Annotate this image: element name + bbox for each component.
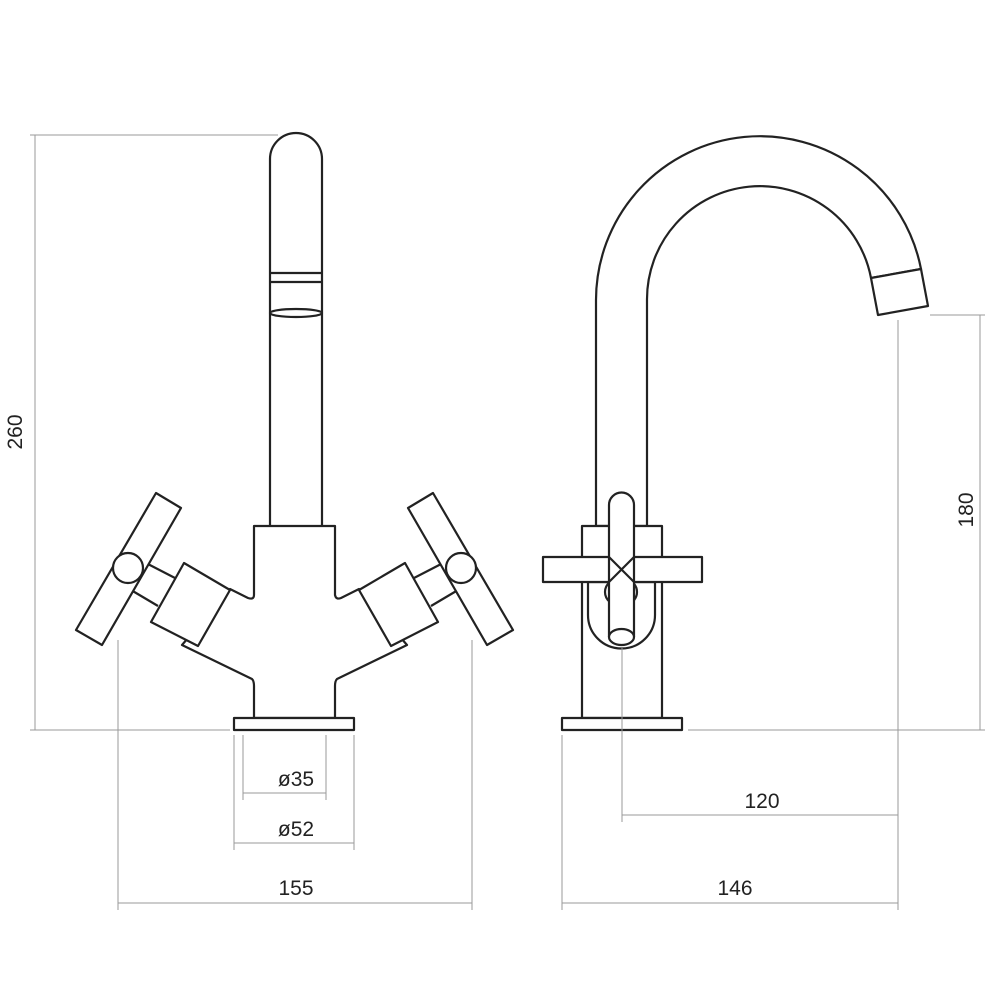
dim-base-diameter-label: ø52	[278, 818, 314, 841]
dim-depth-label: 146	[717, 877, 752, 900]
dim-inner-base-label: ø35	[278, 768, 314, 791]
spout-outlet	[869, 267, 930, 317]
spout-front	[268, 131, 324, 525]
tap-body-front	[180, 524, 409, 720]
spout-side	[594, 135, 923, 528]
dim-reach-label: 120	[744, 790, 779, 813]
front-view	[74, 131, 515, 732]
dim-spout-height-label: 180	[955, 492, 978, 527]
dim-height-label: 260	[4, 414, 27, 449]
base-plate-front	[232, 716, 356, 732]
lever-handle	[607, 491, 636, 637]
dimension-lines	[30, 134, 985, 910]
side-view	[541, 135, 930, 732]
dim-width-label: 155	[278, 877, 313, 900]
right-handle	[357, 491, 515, 648]
left-handle	[74, 491, 232, 648]
